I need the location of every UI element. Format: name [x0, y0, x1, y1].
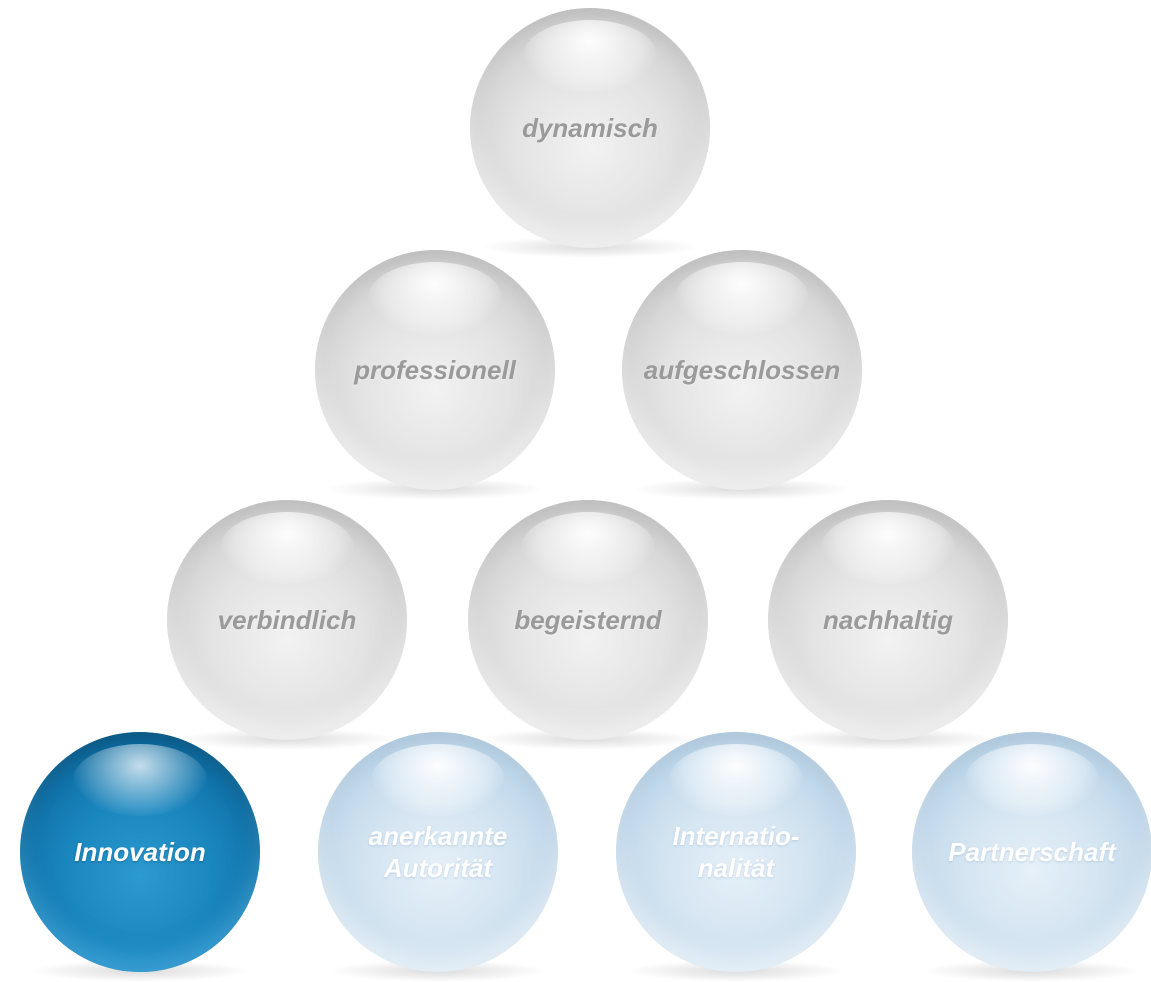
sphere-highlight: [219, 512, 355, 584]
sphere-label: Partnerschaft: [948, 837, 1116, 867]
sphere-internationalitaet[interactable]: Internatio- nalität: [616, 732, 856, 982]
sphere-highlight: [520, 512, 656, 584]
sphere-label: verbindlich: [217, 605, 357, 635]
sphere-nachhaltig[interactable]: nachhaltig: [768, 500, 1008, 750]
sphere-highlight: [522, 20, 658, 92]
sphere-label: aufgeschlossen: [643, 355, 841, 385]
sphere-label: begeisternd: [514, 605, 662, 635]
sphere-aufgeschlossen[interactable]: aufgeschlossen: [622, 250, 862, 500]
sphere-label: Internatio- nalität: [672, 821, 800, 883]
sphere-anerkannte-autoritaet[interactable]: anerkannte Autorität: [318, 732, 558, 982]
sphere-label: anerkannte Autorität: [368, 821, 508, 883]
sphere-label: professionell: [354, 355, 516, 385]
sphere-innovation[interactable]: Innovation: [20, 732, 260, 982]
sphere-highlight: [964, 744, 1100, 816]
sphere-highlight: [367, 262, 503, 334]
sphere-highlight: [820, 512, 956, 584]
sphere-verbindlich[interactable]: verbindlich: [167, 500, 407, 750]
sphere-highlight: [674, 262, 810, 334]
sphere-professionell[interactable]: professionell: [315, 250, 555, 500]
sphere-highlight: [72, 744, 208, 816]
sphere-label: Innovation: [74, 837, 206, 867]
sphere-label: nachhaltig: [822, 605, 953, 635]
sphere-highlight: [370, 744, 506, 816]
sphere-label: dynamisch: [522, 113, 658, 143]
sphere-partnerschaft[interactable]: Partnerschaft: [912, 732, 1151, 982]
sphere-begeisternd[interactable]: begeisternd: [468, 500, 708, 750]
sphere-highlight: [668, 744, 804, 816]
sphere-dynamisch[interactable]: dynamisch: [470, 8, 710, 258]
